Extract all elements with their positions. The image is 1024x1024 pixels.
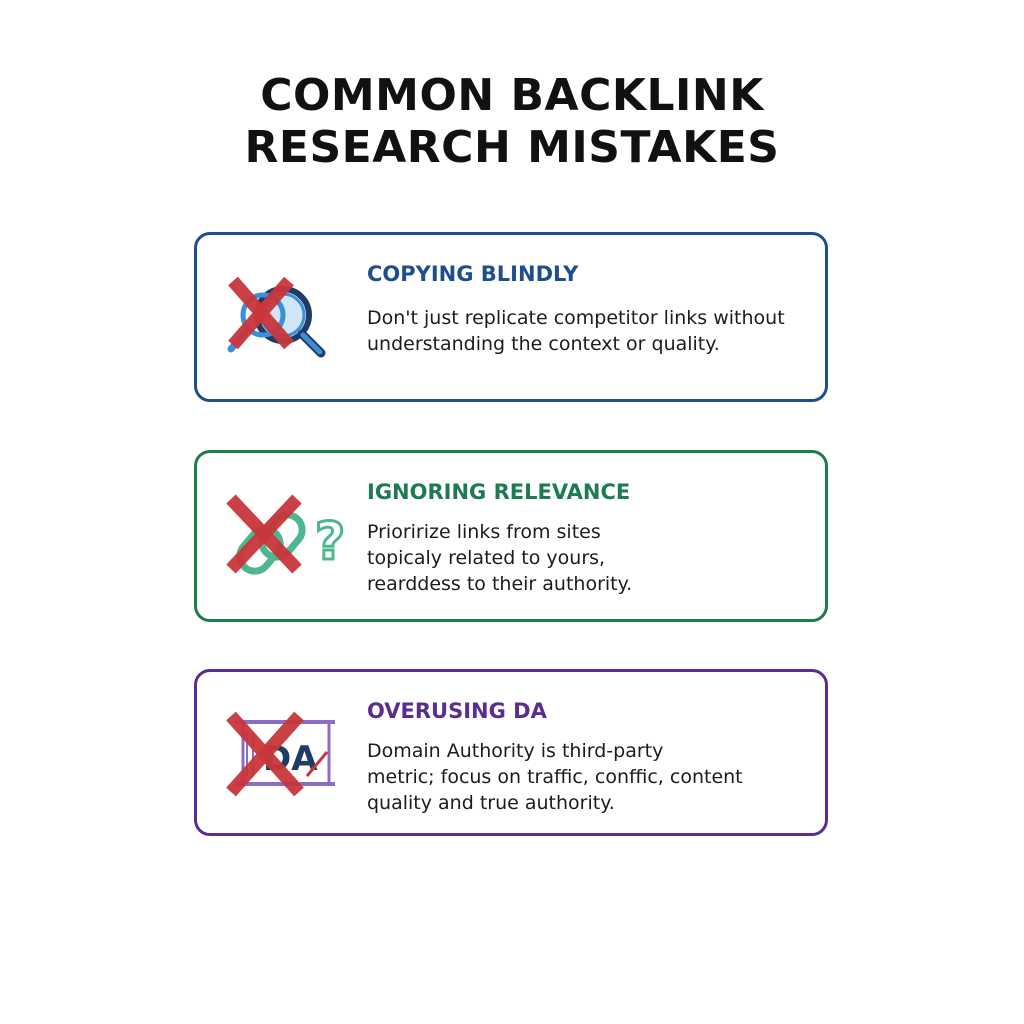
svg-text:?: ? [315,512,345,572]
card-description-line: metric; focus on traffic, conffic, conte… [367,766,743,788]
card-description-line: rearddess to their authority. [367,573,633,595]
card-description-line: topicaly related to yours, [367,547,606,569]
page-title: COMMON BACKLINK RESEARCH MISTAKES [0,70,1024,174]
card-description-line: Prioririze links from sites [367,521,601,543]
page-title-line-1: COMMON BACKLINK [260,70,764,121]
mistake-card-overusing-da: DA OVERUSING DA Domain Authority is thir… [194,669,828,836]
card-description: Don't just replicate competitor links wi… [367,305,797,357]
card-description: Domain Authority is third-party metric; … [367,738,797,816]
mistake-card-ignoring-relevance: ? IGNORING RELEVANCE Prioririze links fr… [194,450,828,622]
da-meter-icon: DA [223,708,353,818]
broken-link-question-icon: ? [223,487,353,597]
card-description-line: Domain Authority is third-party [367,740,664,762]
card-description-line: quality and true authority. [367,792,615,814]
card-description: Prioririze links from sites topicaly rel… [367,519,797,597]
card-description-line: Don't just replicate competitor links wi… [367,307,785,329]
card-title: COPYING BLINDLY [367,262,579,286]
card-title: OVERUSING DA [367,699,547,723]
magnifying-glass-icon [223,267,353,377]
card-description-line: understanding the context or quality. [367,333,720,355]
mistake-card-copying-blindly: COPYING BLINDLY Don't just replicate com… [194,232,828,402]
page-title-line-2: RESEARCH MISTAKES [244,122,780,173]
card-title: IGNORING RELEVANCE [367,480,631,504]
